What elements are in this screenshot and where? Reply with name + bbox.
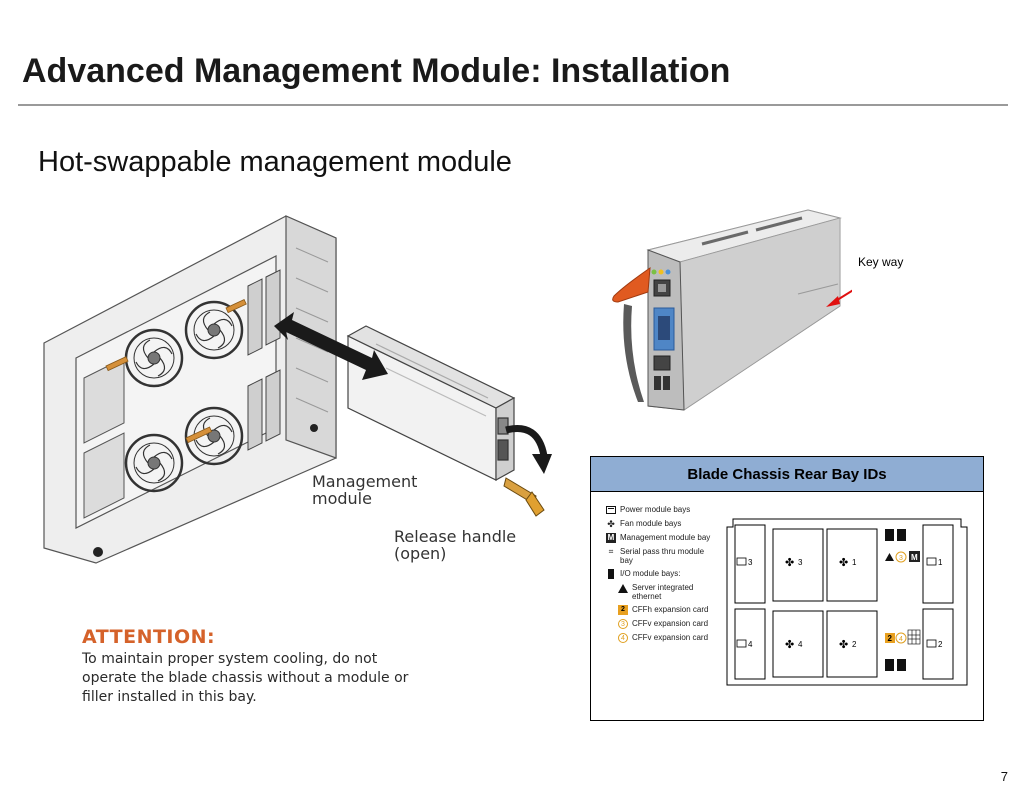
io-module-icon (608, 569, 614, 579)
title-divider (18, 104, 1008, 106)
power-bay-1 (922, 524, 954, 604)
bay-legend: Power module bays ✤ Fan module bays M Ma… (605, 505, 711, 647)
power-bay-3-label: 3 (748, 558, 753, 567)
server-ethernet-icon (618, 583, 628, 593)
io-module-column: 3 M 2 4 (885, 529, 921, 671)
fan-bay-2 (826, 610, 878, 678)
fan-bay-4-label: 4 (798, 640, 803, 649)
fan-bay-3 (772, 528, 824, 602)
page-number: 7 (1000, 769, 1008, 784)
fan-icon: ✤ (839, 556, 848, 569)
fan-bay-4 (772, 610, 824, 678)
attention-heading: ATTENTION: (82, 626, 216, 648)
chassis-installation-illustration (43, 215, 552, 564)
legend-item: 3 CFFv expansion card (605, 619, 711, 629)
serial-pass-thru-icon (907, 629, 921, 645)
rotation-arrow (505, 425, 548, 457)
fan-bay-1-label: 1 (852, 558, 857, 567)
power-bay-4 (734, 608, 766, 680)
fan-module-icon: ✤ (607, 519, 615, 529)
management-module (346, 325, 516, 482)
legend-item: 4 CFFv expansion card (605, 633, 711, 643)
bay-ids-panel: Blade Chassis Rear Bay IDs Power module … (590, 456, 984, 721)
fan-icon: ✤ (839, 638, 848, 651)
cffv-3-icon: 3 (618, 619, 628, 629)
attention-text: To maintain proper system cooling, do no… (82, 651, 409, 705)
svg-text:3: 3 (899, 555, 903, 562)
legend-item: Server integrated ethernet (605, 583, 711, 601)
power-bay-2-label: 2 (938, 640, 943, 649)
slide-title: Advanced Management Module: Installation (22, 52, 731, 90)
keyway-arrow (833, 289, 852, 303)
cffh-icon: 2 (618, 605, 628, 615)
bay-ids-title: Blade Chassis Rear Bay IDs (591, 457, 983, 492)
slide-subtitle: Hot-swappable management module (38, 146, 512, 178)
svg-text:4: 4 (899, 636, 903, 643)
power-bay-4-label: 4 (748, 640, 753, 649)
fan-icon: ✤ (785, 638, 794, 651)
legend-item: ⌗ Serial pass thru module bay (605, 547, 711, 565)
power-module-icon (606, 506, 616, 514)
management-module-icon: M (606, 533, 616, 543)
legend-item: Power module bays (605, 505, 711, 515)
management-module-callout: Management module (312, 472, 418, 508)
fan-bay-1 (826, 528, 878, 602)
legend-item: M Management module bay (606, 533, 711, 543)
power-bay-3 (734, 524, 766, 604)
management-module-photo (612, 209, 852, 411)
svg-text:2: 2 (888, 634, 893, 643)
legend-item: ✤ Fan module bays (605, 519, 711, 529)
release-handle-callout: Release handle (open) (394, 527, 517, 563)
legend-item: 2 CFFh expansion card (605, 605, 711, 615)
release-handle (503, 477, 545, 517)
power-bay-1-label: 1 (938, 558, 943, 567)
cffv-4-icon: 4 (618, 633, 628, 643)
svg-text:M: M (911, 553, 918, 562)
legend-item: I/O module bays: (605, 569, 711, 579)
fan-bay-2-label: 2 (852, 640, 857, 649)
power-module-bays (83, 357, 125, 519)
fan-icon: ✤ (785, 556, 794, 569)
power-bay-2 (922, 608, 954, 680)
rear-bay-diagram: 3 1 4 2 ✤ ✤ ✤ ✤ 3 1 4 2 3 M 2 (726, 518, 968, 686)
insertion-arrow (274, 312, 388, 380)
fan-bay-3-label: 3 (798, 558, 803, 567)
serial-pass-thru-icon: ⌗ (608, 547, 614, 556)
keyway-label: Key way (858, 255, 904, 269)
